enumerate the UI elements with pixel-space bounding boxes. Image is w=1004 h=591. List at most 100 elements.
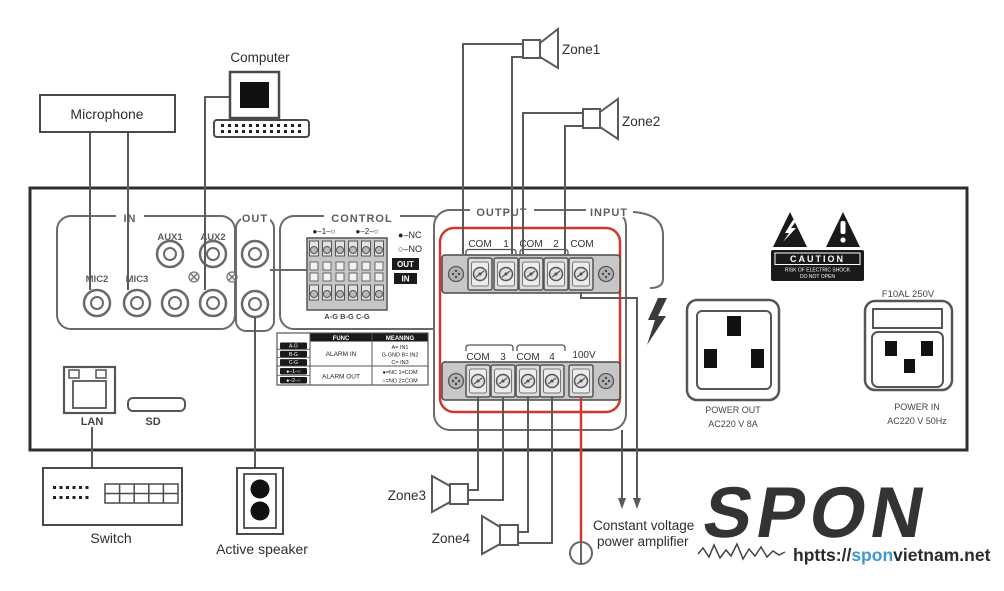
microphone-box: Microphone <box>39 94 176 133</box>
sd-slot: SD <box>127 397 186 428</box>
zone4-speaker-icon <box>481 514 519 556</box>
term-top-com1: COM <box>468 239 491 250</box>
zone3-wire-a <box>468 397 479 491</box>
url-suffix: vietnam.net <box>893 545 990 565</box>
zone3-label: Zone3 <box>388 488 426 503</box>
computer-device: Computer <box>213 50 310 138</box>
input-section-label: INPUT <box>590 207 628 219</box>
ground-terminal-icon <box>569 541 593 565</box>
sd-label: SD <box>145 416 160 428</box>
table-key-relay1: ●–1–○ <box>286 369 300 375</box>
zone2-speaker-icon <box>582 97 619 141</box>
in-section-label: IN <box>124 213 137 225</box>
term-top-com-input: COM <box>570 239 593 250</box>
fuse-rating-label: F10AL 250V <box>882 289 935 300</box>
term-top-2: 2 <box>553 239 559 250</box>
in-section: IN AUX1 AUX2 MIC2 MIC3 <box>56 212 238 330</box>
active-speaker-device: Active speaker <box>216 467 308 557</box>
control-section: CONTROL ●–1–○ ●–2–○ A-G B-G C-G ●– <box>270 210 446 330</box>
zone4-label: Zone4 <box>432 531 471 546</box>
amplifier-label-line1: Constant voltage <box>593 518 694 533</box>
caution-plate <box>771 250 864 281</box>
computer-icon <box>213 70 310 138</box>
table-key-relay2: ●–2–○ <box>286 378 300 384</box>
table-key-ag: A-G <box>289 344 298 350</box>
mic3-label: MIC3 <box>126 274 149 285</box>
warning-area: CAUTION RISK OF ELECTRIC SHOCK DO NOT OP… <box>771 212 864 281</box>
table-key-cg: C-G <box>289 360 298 366</box>
caution-title: CAUTION <box>790 254 845 264</box>
in-badge: IN <box>402 275 410 284</box>
power-out-rating: AC220 V 8A <box>708 419 758 429</box>
strip-screw-icons <box>447 265 615 283</box>
triangle-bolt-glyph <box>783 220 797 242</box>
zone1-label: Zone1 <box>562 42 600 57</box>
lan-port: LAN <box>62 365 117 428</box>
output-input-section: OUTPUT INPUT COM 1 COM <box>433 204 667 431</box>
control-terminal-block-icon <box>306 237 388 311</box>
power-in-socket: F10AL 250V POWER IN AC220 V 50Hz <box>863 289 954 426</box>
meaning-out-1: ●=NC 1=COM <box>382 370 418 376</box>
zone3-wire-b <box>468 397 504 501</box>
lan-label: LAN <box>81 416 104 428</box>
table-header-meaning: MEANING <box>386 336 415 342</box>
term-top-com2: COM <box>519 239 542 250</box>
legend-no: ○–NO <box>398 244 422 254</box>
meaning-out-2: ○=NO 2=COM <box>382 379 418 385</box>
table-key-bg: B-G <box>289 352 298 358</box>
zone1-speaker: Zone1 <box>522 26 600 70</box>
output-terminal-strip-bottom: COM 3 COM 4 100V <box>441 344 621 401</box>
url-prefix: hptts:// <box>793 545 851 565</box>
meaning-in-3: C= IN3 <box>391 360 408 366</box>
zone2-wire-a <box>522 112 583 254</box>
in-badge-box <box>394 273 417 284</box>
table-func-alarm-out: ALARM OUT <box>322 374 360 381</box>
microphone-label: Microphone <box>70 106 143 122</box>
input-bracket <box>632 211 664 289</box>
zone4-wire-b <box>518 397 553 544</box>
strip-screw-icons-bottom <box>447 372 615 390</box>
term-bot-4: 4 <box>549 352 555 363</box>
caution-line2: DO NOT OPEN <box>800 274 835 280</box>
branding: SPON hptts://sponvietnam.net <box>697 472 991 565</box>
spon-logo: SPON <box>698 472 936 552</box>
power-out-label: POWER OUT <box>705 405 761 415</box>
arrow-down-icon <box>618 498 626 509</box>
out-jacks-icons <box>240 239 270 319</box>
table-func-alarm-in: ALARM IN <box>326 351 357 358</box>
waveform-icon <box>697 542 786 561</box>
zone3-speaker-icon <box>431 474 469 514</box>
aux1-jack-icon <box>155 239 185 269</box>
relay1-label: ●–1–○ <box>312 227 335 236</box>
zone2-wire-b <box>564 125 583 254</box>
amplifier-label-line2: power amplifier <box>597 534 689 549</box>
meaning-in-1: A= IN1 <box>392 345 409 351</box>
speaker-output-highlight-box <box>438 226 622 414</box>
computer-wire <box>204 96 232 290</box>
wires <box>89 43 638 544</box>
mic-jacks-icons <box>82 288 228 318</box>
alarm-function-table: FUNC MEANING A-G B-G C-G ●–1–○ ●–2–○ ALA… <box>276 332 429 386</box>
fuse-drawer <box>872 308 943 329</box>
zone4-speaker: Zone4 <box>432 514 519 556</box>
term-top-1: 1 <box>503 239 509 250</box>
url-highlight: spon <box>851 545 893 565</box>
out-section-label: OUT <box>242 213 268 225</box>
computer-label: Computer <box>230 50 290 65</box>
term-bot-com4: COM <box>516 352 539 363</box>
switch-ports-icon <box>104 483 179 504</box>
switch-led-dots <box>53 486 89 499</box>
zone2-label: Zone2 <box>622 114 660 129</box>
aux2-jack-icon <box>198 239 228 269</box>
term-bot-3: 3 <box>500 352 506 363</box>
aux2-label: AUX2 <box>200 232 225 243</box>
arrow-down-icon <box>633 498 641 509</box>
out-badge-box <box>392 258 419 270</box>
zone1-wire-a <box>462 43 523 254</box>
com-to-amplifier-wire <box>580 292 638 500</box>
zone2-speaker: Zone2 <box>582 97 660 141</box>
amplifier-destination: Constant voltage power amplifier <box>593 518 694 549</box>
legend-nc: ●–NC <box>398 230 422 240</box>
